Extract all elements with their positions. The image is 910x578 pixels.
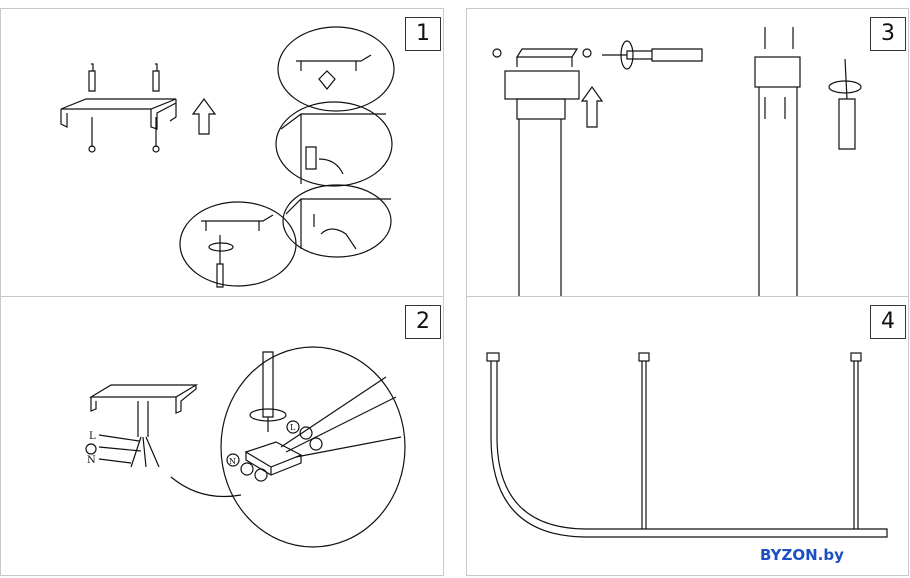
terminal-label-l: L [290, 423, 296, 432]
step-4-panel: 4 [466, 296, 909, 576]
step-number: 2 [405, 305, 441, 339]
installed-fixture-illustration [486, 352, 888, 538]
step-number: 4 [870, 305, 906, 339]
fixture-attach-illustration [492, 27, 862, 297]
terminal-label-n: N [229, 457, 236, 466]
bracket-mounting-illustration [60, 26, 395, 288]
step-3-panel: 3 [466, 8, 909, 298]
wire-label-neutral: N [87, 455, 96, 466]
wire-label-live: L [89, 431, 96, 442]
step-2-panel: 2 L N N L [0, 296, 444, 576]
brand-logo: BYZON.by [760, 546, 844, 564]
step-number: 3 [870, 17, 906, 51]
wiring-illustration: L N N L [85, 346, 406, 548]
step-number: 1 [405, 17, 441, 51]
step-1-panel: 1 [0, 8, 444, 298]
